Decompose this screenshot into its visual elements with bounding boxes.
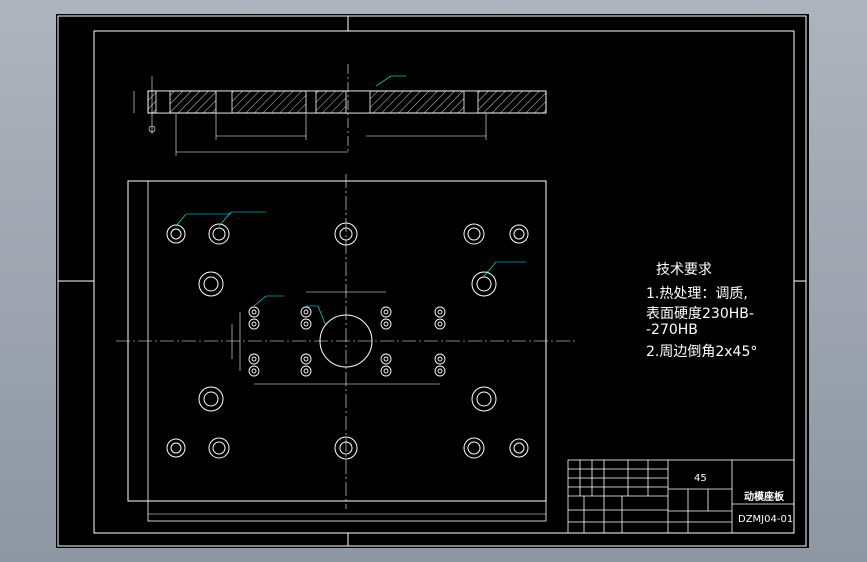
tech-title: 技术要求 (656, 262, 712, 278)
inner-frame (93, 30, 795, 534)
cad-drawing (57, 15, 807, 547)
title-block-quantity: 45 (694, 473, 707, 484)
centering-marks (58, 16, 806, 546)
tech-line-3: -270HB (646, 322, 698, 338)
title-block-drawing-no: DZMJ04-01 (738, 514, 794, 525)
tech-line-4: 2.周边倒角2x45° (646, 344, 758, 360)
plan-view (116, 174, 576, 522)
section-view (133, 64, 547, 156)
tech-line-2: 表面硬度230HB- (646, 306, 754, 322)
title-block-part-name: 动模座板 (744, 492, 784, 503)
tech-line-1: 1.热处理：调质, (646, 286, 748, 302)
cad-drawing-canvas[interactable]: 技术要求 1.热处理：调质, 表面硬度230HB- -270HB 2.周边倒角2… (56, 14, 809, 548)
title-block (567, 459, 795, 534)
